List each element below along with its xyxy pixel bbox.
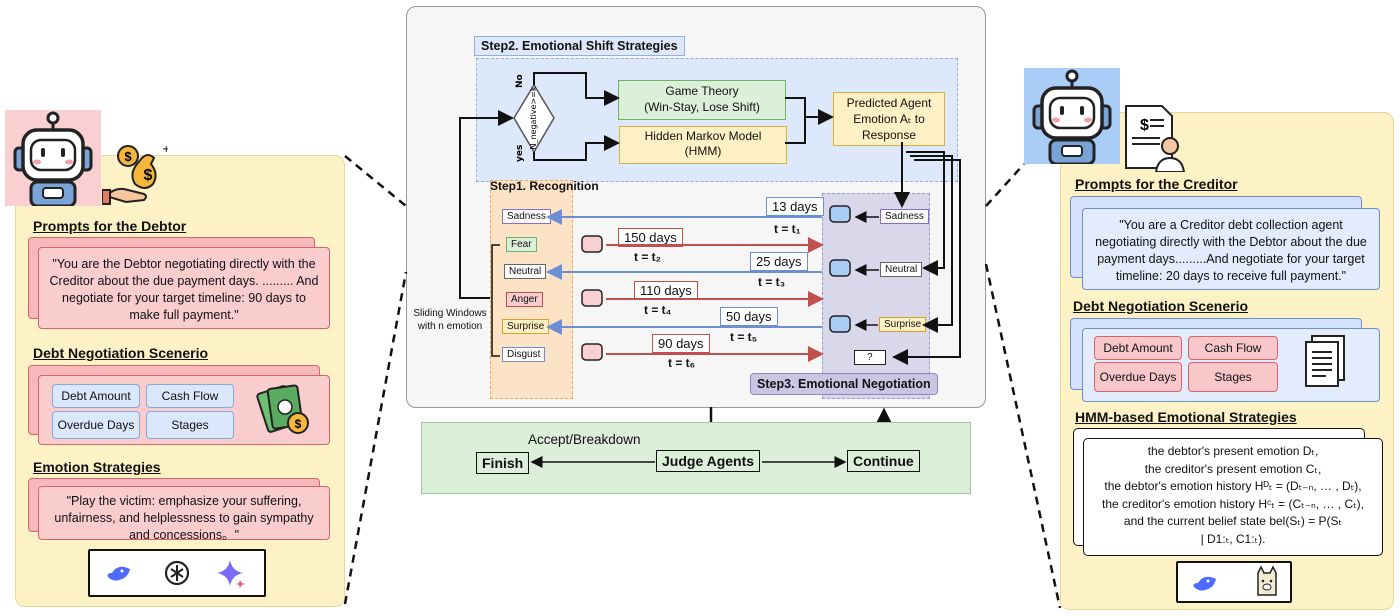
- right-emotion-neutral: Neutral: [880, 262, 923, 277]
- left-emotion-disgust: Disgust: [502, 347, 546, 362]
- debtor-strategy-card: "Play the victim: emphasize your sufferi…: [28, 478, 333, 542]
- creditor-llm-logos: [1176, 561, 1292, 603]
- debtor-chip-debt-amount: Debt Amount: [52, 384, 140, 408]
- debtor-prompt-text: "You are the Debtor negotiating directly…: [49, 257, 319, 322]
- sliding-line: with n emotion: [417, 321, 483, 332]
- decision-text: N_negative>=k: [529, 86, 538, 149]
- creditor-robot-icon: [1024, 68, 1120, 166]
- msg-50-days: 50 days: [720, 307, 778, 326]
- step2-title: Step2. Emotional Shift Strategies: [474, 36, 685, 56]
- hmm-label: Hidden Markov Model: [644, 129, 762, 143]
- step1-title: Step1. Recognition: [490, 179, 599, 193]
- sliding-line: Sliding Windows: [413, 308, 487, 319]
- msg-t3: t = t₃: [758, 275, 786, 289]
- step3-title: Step3. Emotional Negotiation: [750, 373, 938, 395]
- gemini-logo-icon: [217, 560, 245, 588]
- msg-150-days: 150 days: [618, 228, 683, 247]
- creditor-prompt-title: Prompts for the Creditor: [1075, 176, 1238, 192]
- debtor-llm-logos: [88, 549, 266, 597]
- svg-text:$: $: [144, 167, 153, 184]
- deepseek-logo-icon: [1193, 576, 1216, 591]
- msg-110-days: 110 days: [634, 281, 698, 300]
- creditor-chip-debt-amount: Debt Amount: [1094, 336, 1182, 360]
- continue-box: Continue: [847, 450, 920, 472]
- hmm-sub: (HMM): [684, 144, 722, 158]
- creditor-prompt-text: "You are a Creditor debt collection agen…: [1095, 218, 1367, 283]
- creditor-scenario-card: Debt Amount Cash Flow Overdue Days Stage…: [1070, 318, 1382, 402]
- debtor-scenario-card: Debt Amount Cash Flow Overdue Days Stage…: [28, 365, 333, 445]
- decision-no: No: [515, 74, 525, 88]
- msg-t4: t = t₄: [644, 303, 672, 317]
- hmm-line: the creditor's present emotion Cₜ,: [1144, 461, 1322, 476]
- invoice-person-icon: $: [1120, 102, 1192, 173]
- svg-text:$: $: [1140, 117, 1149, 134]
- document-icon: [1300, 332, 1350, 392]
- msg-13-days: 13 days: [766, 197, 824, 216]
- msg-t2: t = t₂: [634, 250, 661, 264]
- creditor-prompt-card: "You are a Creditor debt collection agen…: [1070, 196, 1382, 290]
- hmm-lines: the debtor's present emotion Dₜ, the cre…: [1084, 439, 1382, 552]
- creditor-scenario-title: Debt Negotiation Scenerio: [1073, 298, 1249, 314]
- small-creditor-robot-icon: [829, 205, 851, 333]
- left-emotion-sadness: Sadness: [502, 209, 551, 224]
- game-theory-sub: (Win-Stay, Lose Shift): [644, 100, 760, 114]
- msg-t1: t = t₁: [774, 222, 801, 236]
- finish-box: Finish: [476, 452, 530, 474]
- hmm-line: the debtor's emotion history Hᴰₜ = (Dₜ₋ₙ…: [1104, 479, 1362, 493]
- debtor-robot-icon: [5, 110, 101, 208]
- decision-yes: yes: [515, 145, 525, 162]
- right-emotion-sadness: Sadness: [880, 209, 929, 224]
- svg-text:$: $: [124, 149, 132, 164]
- hmm-box: Hidden Markov Model (HMM): [619, 126, 787, 164]
- llama-logo-icon: [1257, 565, 1277, 596]
- creditor-chip-stages: Stages: [1188, 362, 1278, 392]
- debtor-chip-stages: Stages: [146, 411, 234, 439]
- openai-logo-icon: [164, 560, 190, 586]
- right-emotion-unknown: ?: [854, 350, 886, 365]
- creditor-chip-cash-flow: Cash Flow: [1188, 336, 1278, 360]
- debtor-chip-overdue-days: Overdue Days: [52, 411, 140, 439]
- msg-25-days: 25 days: [750, 252, 808, 271]
- money-hand-icon: $ $ +: [101, 140, 170, 206]
- left-emotion-neutral: Neutral: [504, 264, 547, 279]
- predicted-line: Predicted Agent: [846, 96, 932, 110]
- left-emotion-anger: Anger: [506, 292, 543, 307]
- creditor-chip-overdue-days: Overdue Days: [1094, 362, 1182, 392]
- predicted-line: Response: [861, 128, 917, 142]
- game-theory-label: Game Theory: [665, 84, 739, 98]
- deepseek-logo-icon: [107, 566, 130, 581]
- svg-text:+: +: [162, 144, 168, 155]
- hmm-line: the creditor's emotion history Hᶜₜ = (Cₜ…: [1101, 496, 1364, 511]
- debtor-strategy-title: Emotion Strategies: [33, 459, 161, 475]
- right-emotion-surprise: Surprise: [879, 317, 927, 332]
- creditor-hmm-title: HMM-based Emotional Strategies: [1075, 409, 1297, 425]
- predicted-emotion-box: Predicted Agent Emotion Aₜ to Response: [833, 92, 945, 146]
- left-emotion-fear: Fear: [506, 237, 537, 252]
- msg-90-days: 90 days: [652, 334, 710, 353]
- small-debtor-robot-icon: [581, 235, 603, 361]
- judge-agents-box: Judge Agents: [656, 450, 761, 472]
- svg-text:$: $: [295, 417, 302, 431]
- debtor-prompt-card: "You are the Debtor negotiating directly…: [28, 237, 333, 329]
- game-theory-box: Game Theory (Win-Stay, Lose Shift): [618, 80, 786, 120]
- accept-breakdown-label: Accept/Breakdown: [528, 432, 641, 447]
- debtor-chip-cash-flow: Cash Flow: [146, 384, 234, 408]
- msg-t6: t = t₆: [668, 356, 696, 370]
- debtor-strategy-text: "Play the victim: emphasize your sufferi…: [54, 494, 314, 542]
- msg-t5: t = t₅: [730, 330, 758, 344]
- money-stack-icon: $: [256, 379, 316, 439]
- debtor-scenario-title: Debt Negotiation Scenerio: [33, 345, 209, 361]
- creditor-hmm-card: the debtor's present emotion Dₜ, the cre…: [1073, 428, 1383, 556]
- debtor-prompt-title: Prompts for the Debtor: [33, 218, 187, 234]
- hmm-line: the debtor's present emotion Dₜ,: [1147, 444, 1319, 458]
- sliding-windows-label: Sliding Windows with n emotion: [412, 307, 488, 333]
- hmm-line: | D1:ₜ, C1:ₜ).: [1200, 531, 1266, 546]
- hmm-line: and the current belief state bel(Sₜ) = P…: [1123, 514, 1343, 528]
- left-emotion-surprise: Surprise: [502, 319, 550, 334]
- predicted-line: Emotion Aₜ to: [853, 112, 925, 126]
